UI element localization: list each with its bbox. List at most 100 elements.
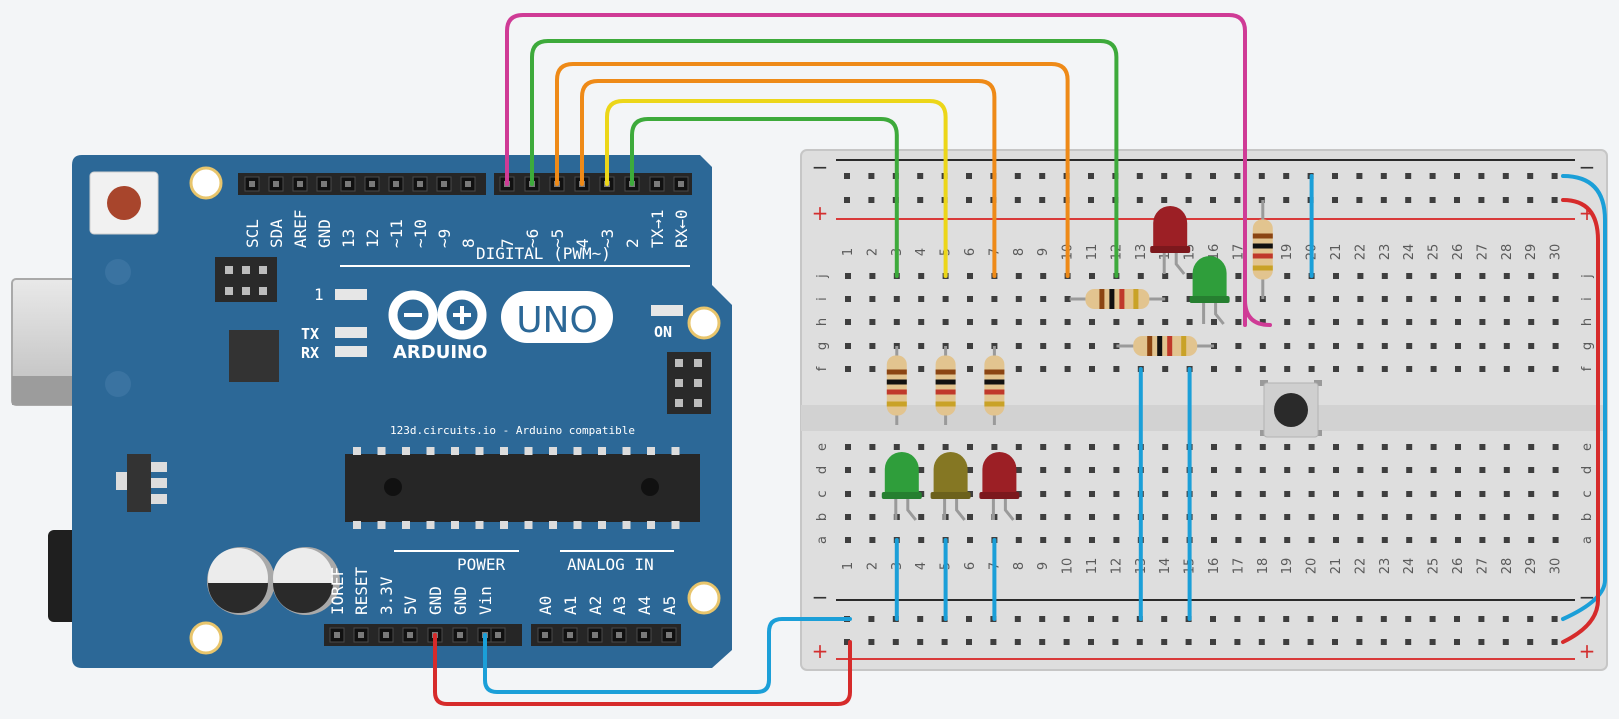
chip-leg [549, 521, 557, 529]
column-number: 30 [1549, 244, 1564, 261]
breadboard-hole [1113, 514, 1120, 520]
column-number: 25 [1427, 558, 1442, 575]
breadboard-hole [1333, 491, 1339, 497]
resistor-band [935, 379, 956, 385]
arduino-uno-board: 1 TX RX ON ARDUINO UNO 123d.circuits.io … [11, 155, 732, 668]
breadboard-hole [1381, 273, 1388, 279]
resistor-band [1147, 336, 1153, 356]
breadboard-hole [918, 319, 925, 325]
breadboard-hole [1406, 444, 1413, 450]
icsp-pin [675, 379, 683, 387]
header-socket-pin [666, 632, 672, 638]
pushbutton [1260, 380, 1322, 438]
breadboard-hole [1528, 319, 1535, 325]
resistor-band [935, 369, 956, 375]
breadboard-rail-hole [1454, 616, 1460, 622]
breadboard-hole [1381, 444, 1388, 450]
breadboard-rail-hole [844, 197, 850, 203]
icsp-pin [225, 287, 233, 295]
breadboard-hole [1040, 319, 1047, 325]
breadboard-hole [1455, 319, 1461, 325]
column-number: 24 [1402, 558, 1417, 575]
breadboard-rail-hole [1283, 639, 1290, 645]
breadboard-rail-hole [1161, 639, 1168, 645]
breadboard-hole [1479, 273, 1486, 279]
breadboard-hole [1479, 491, 1486, 497]
breadboard-rail-hole [1161, 197, 1168, 203]
column-number: 27 [1475, 244, 1490, 261]
breadboard-hole [1259, 467, 1266, 473]
breadboard-hole [1308, 319, 1315, 325]
breadboard-rail-hole [1258, 173, 1265, 179]
breadboard-rail-hole [1283, 616, 1290, 622]
column-number: 1 [841, 562, 856, 570]
reset-button-cap[interactable] [107, 186, 141, 220]
resistor-band [1252, 233, 1273, 239]
column-number: 10 [1061, 558, 1076, 575]
breadboard-hole [1089, 366, 1095, 372]
breadboard-hole [942, 296, 949, 302]
breadboard-hole [1406, 467, 1413, 473]
row-letter: b [815, 513, 830, 521]
breadboard-hole [918, 514, 925, 520]
breadboard-hole [1235, 273, 1242, 279]
column-number: 8 [1012, 248, 1027, 256]
breadboard-hole [1503, 296, 1510, 302]
icsp-pin [694, 399, 702, 407]
breadboard-rail-hole [1063, 616, 1070, 622]
chip-leg [426, 521, 435, 529]
led-body [982, 452, 1017, 496]
breadboard-hole [1284, 319, 1291, 325]
breadboard-rail-hole [1356, 173, 1363, 179]
breadboard-hole [1479, 444, 1486, 450]
breadboard-rail-hole [966, 616, 972, 622]
breadboard-hole [845, 296, 851, 302]
breadboard-hole [1357, 319, 1364, 325]
breadboard-hole [1479, 537, 1486, 543]
column-number: 2 [865, 562, 880, 570]
breadboard-rail-hole [1356, 639, 1363, 645]
icsp-pins-1 [225, 266, 267, 295]
column-number: 13 [1134, 244, 1149, 261]
breadboard-hole [1503, 514, 1510, 520]
chip-leg [647, 521, 655, 529]
column-number: 4 [914, 562, 929, 570]
breadboard-hole [869, 366, 876, 372]
row-letter: a [1580, 536, 1595, 544]
breadboard-hole [1406, 537, 1413, 543]
resistor-vertical [935, 346, 956, 425]
power-pin-label: GND [426, 586, 445, 615]
rail-plus-sign: + [812, 639, 829, 663]
breadboard-hole [1455, 273, 1461, 279]
chip-leg [524, 447, 533, 455]
breadboard-rail-hole [1405, 639, 1412, 645]
breadboard-rail-hole [1210, 197, 1216, 203]
breadboard-hole [1089, 491, 1095, 497]
chip-leg [524, 521, 533, 529]
breadboard-hole [1064, 491, 1071, 497]
breadboard-rail-hole [1161, 173, 1168, 179]
top-pin-label: AREF [291, 209, 310, 248]
column-number: 11 [1085, 558, 1100, 575]
row-letter: b [1580, 513, 1595, 521]
top-pin-label: 2 [623, 238, 642, 248]
breadboard-rail-hole [1551, 616, 1558, 622]
rail-minus-sign: − [812, 585, 829, 609]
column-number: 27 [1475, 558, 1490, 575]
header-socket-pin [567, 632, 573, 638]
analog-pin-label: A1 [561, 596, 580, 615]
row-letter: i [815, 297, 830, 301]
header-socket-pin [358, 632, 364, 638]
column-number: 6 [963, 562, 978, 570]
breadboard-hole [1259, 491, 1266, 497]
breadboard-rail-hole [1112, 616, 1119, 622]
wires [433, 13, 1607, 706]
breadboard-hole [1381, 366, 1388, 372]
breadboard-hole [1259, 343, 1266, 349]
breadboard-hole [1552, 514, 1559, 520]
breadboard-rail-hole [844, 639, 850, 645]
breadboard-rail-hole [1527, 639, 1534, 645]
chip-leg [377, 521, 386, 529]
led-rim [930, 492, 971, 499]
